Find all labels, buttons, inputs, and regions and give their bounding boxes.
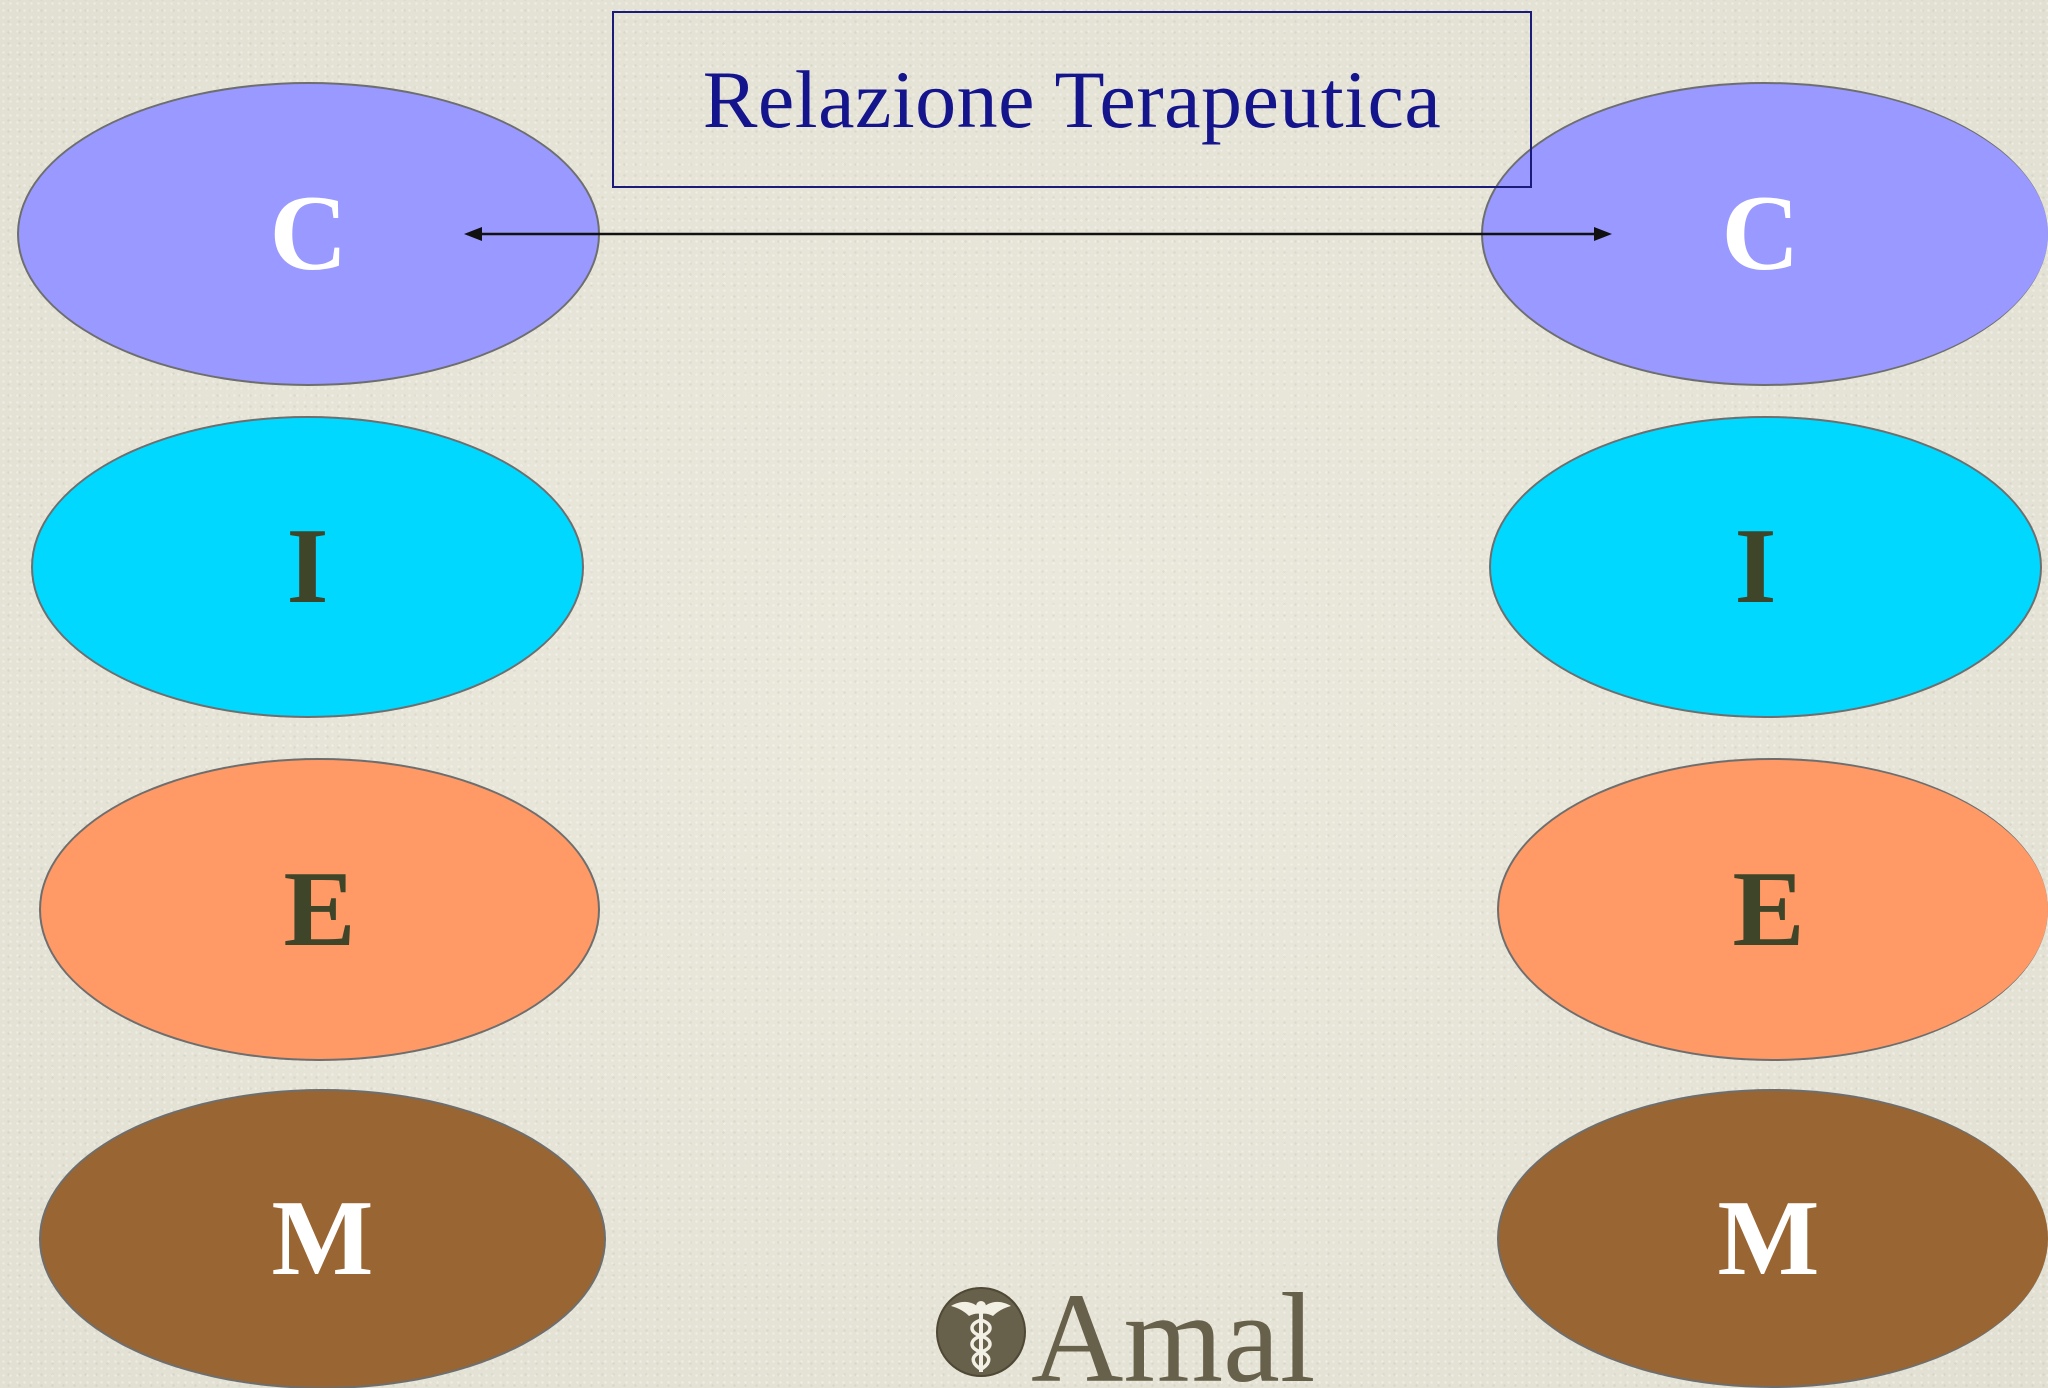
right-oval-e-letter: E <box>1732 849 1805 969</box>
left-oval-e: E <box>39 758 600 1061</box>
left-oval-e-letter: E <box>283 849 356 969</box>
logo: Amal <box>935 1274 1315 1388</box>
right-oval-c: C <box>1481 82 2048 386</box>
logo-text: Amal <box>1031 1267 1316 1388</box>
left-oval-m: M <box>39 1089 606 1388</box>
left-oval-c: C <box>17 82 600 386</box>
left-oval-c-letter: C <box>269 174 348 293</box>
right-oval-i-letter: I <box>1734 507 1777 626</box>
slide-title: Relazione Terapeutica <box>702 53 1442 145</box>
caduceus-icon <box>936 1287 1026 1377</box>
title-box: Relazione Terapeutica <box>612 11 1532 188</box>
right-oval-e: E <box>1497 758 2048 1061</box>
right-oval-m: M <box>1497 1089 2048 1388</box>
right-oval-m-letter: M <box>1717 1178 1820 1298</box>
left-oval-m-letter: M <box>271 1179 374 1298</box>
right-oval-i: I <box>1489 416 2042 718</box>
left-oval-i-letter: I <box>286 507 329 626</box>
left-oval-i: I <box>31 416 584 718</box>
right-oval-c-letter: C <box>1721 174 1800 293</box>
